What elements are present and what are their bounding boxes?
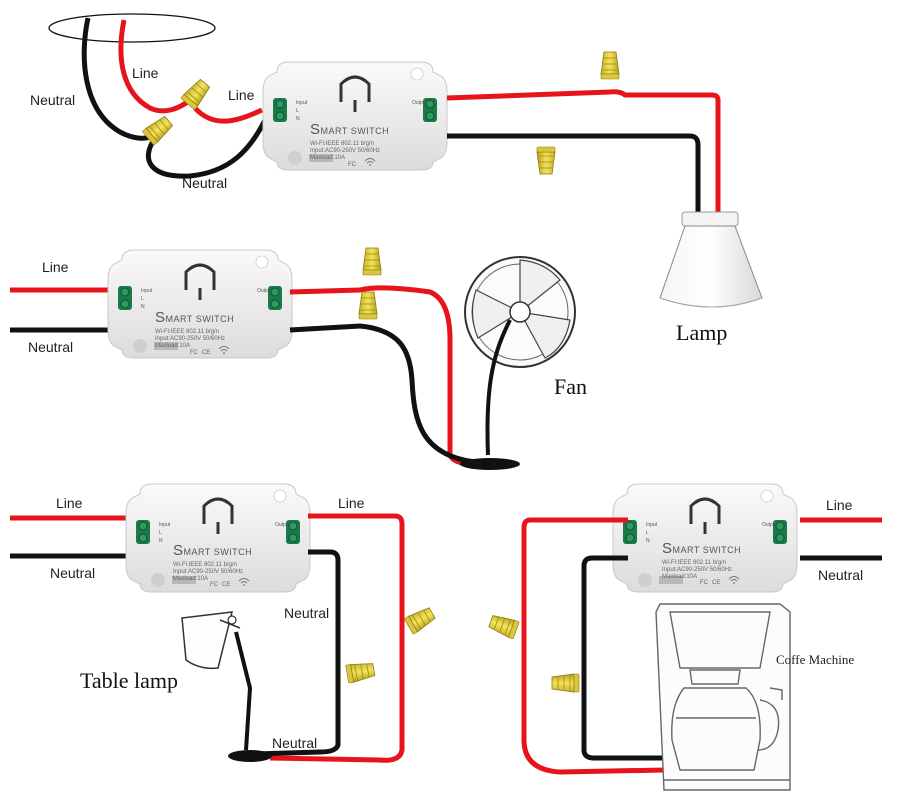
switch-cert-ce: CE	[712, 580, 720, 586]
switch-cert-fc: FC	[348, 162, 357, 168]
switch-spec-maxload: Maxload:10A	[310, 155, 345, 161]
switch-spec-maxload: Maxload:10A	[662, 574, 697, 580]
svg-text:SMART SWITCH: SMART SWITCH	[662, 540, 741, 557]
label-neutral-1b: Neutral	[182, 175, 227, 191]
line-wire-out-3	[269, 513, 405, 763]
switch-spec-input: Input:AC90-250V 50/60Hz	[155, 336, 225, 342]
switch-terminal-n: N	[646, 538, 650, 544]
label-table-lamp: Table lamp	[80, 668, 178, 693]
neutral-wire-out-1	[447, 133, 701, 218]
neutral-wire-loop-1	[145, 118, 268, 179]
smart-switch-lamp: SMART SWITCH Wi-Fi:IEEE 802.11 b/g/n Inp…	[296, 100, 428, 168]
line-wire-in-1	[118, 19, 192, 114]
section-table-lamp-wiring	[10, 482, 438, 763]
smart-switch-table-lamp: SMART SWITCH Wi-Fi:IEEE 802.11 b/g/n Inp…	[159, 522, 291, 588]
label-lamp: Lamp	[676, 320, 727, 345]
switch-cert-fc: FC	[190, 350, 199, 356]
switch-brand-name: MART SWITCH	[673, 545, 742, 555]
switch-output-label: Output	[257, 288, 273, 294]
lamp-bulb	[659, 211, 763, 308]
label-line-2: Line	[42, 259, 69, 275]
label-neutral-3-in: Neutral	[50, 565, 95, 581]
switch-spec-wifi: Wi-Fi:IEEE 802.11 b/g/n	[155, 329, 219, 335]
switch-input-label: Input	[296, 100, 308, 106]
switch-output-label: Output	[762, 522, 778, 528]
switch-terminal-n: N	[159, 538, 163, 544]
line-wire-out-2	[289, 285, 471, 468]
svg-text:SMART SWITCH: SMART SWITCH	[310, 121, 389, 138]
switch-cert-ce: CE	[222, 582, 230, 588]
line-wire-out-1	[446, 89, 721, 218]
switch-brand-name: MART SWITCH	[166, 314, 235, 324]
switch-brand-initial: S	[155, 309, 166, 326]
label-neutral-2: Neutral	[28, 339, 73, 355]
label-line-3-out: Line	[338, 495, 365, 511]
switch-terminal-l: L	[159, 530, 162, 536]
switch-cert-ce: CE	[202, 350, 210, 356]
neutral-wire-out-2	[289, 323, 476, 465]
switch-cert-fc: FC	[210, 582, 219, 588]
label-line-1a: Line	[132, 65, 159, 81]
switch-spec-wifi: Wi-Fi:IEEE 802.11 b/g/n	[662, 560, 726, 566]
switch-spec-input: Input:AC90-250V 50/60Hz	[662, 567, 732, 573]
switch-terminal-l: L	[296, 108, 299, 114]
switch-brand-initial: S	[173, 542, 184, 559]
switch-output-label: Output	[275, 522, 291, 528]
switch-brand-name: MART SWITCH	[321, 126, 390, 136]
line-wire-out-4	[521, 517, 666, 775]
switch-output-label: Output	[412, 100, 428, 106]
svg-text:SMART SWITCH: SMART SWITCH	[173, 542, 252, 559]
switch-terminal-n: N	[296, 116, 300, 122]
cable-loop	[48, 13, 216, 43]
section-lamp-wiring	[48, 13, 763, 308]
switch-spec-input: Input:AC90-250V 50/60Hz	[310, 148, 380, 154]
label-neutral-1a: Neutral	[30, 92, 75, 108]
label-fan: Fan	[554, 374, 587, 399]
table-lamp-appliance	[181, 611, 272, 762]
switch-brand-initial: S	[310, 121, 321, 138]
switch-spec-input: Input:AC90-250V 50/60Hz	[173, 569, 243, 575]
switch-input-label: Input	[141, 288, 153, 294]
neutral-wire-in-1	[81, 17, 157, 141]
smart-switch-coffee: SMART SWITCH Wi-Fi:IEEE 802.11 b/g/n Inp…	[646, 522, 778, 586]
section-fan-wiring	[10, 247, 576, 470]
line-wire-to-switch-1	[193, 106, 264, 124]
label-line-3-in: Line	[56, 495, 83, 511]
coffee-machine-appliance	[655, 603, 791, 791]
switch-brand-name: MART SWITCH	[184, 547, 253, 557]
neutral-wire-out-3	[254, 549, 341, 757]
label-neutral-3-mid: Neutral	[284, 605, 329, 621]
label-coffee-machine: Coffe Machine	[776, 652, 854, 667]
switch-spec-wifi: Wi-Fi:IEEE 802.11 b/g/n	[173, 562, 237, 568]
switch-spec-maxload: Maxload:10A	[173, 576, 208, 582]
smart-switch-fan: SMART SWITCH Wi-Fi:IEEE 802.11 b/g/n Inp…	[141, 288, 273, 356]
switch-input-label: Input	[646, 522, 658, 528]
switch-cert-fc: FC	[700, 580, 709, 586]
switch-brand-initial: S	[662, 540, 673, 557]
switch-input-label: Input	[159, 522, 171, 528]
fan-appliance	[460, 256, 576, 470]
switch-spec-maxload: Maxload:10A	[155, 343, 190, 349]
switch-terminal-l: L	[141, 296, 144, 302]
label-line-1b: Line	[228, 87, 255, 103]
label-neutral-3-bottom: Neutral	[272, 735, 317, 751]
svg-text:SMART SWITCH: SMART SWITCH	[155, 309, 234, 326]
label-line-4: Line	[826, 497, 853, 513]
switch-terminal-n: N	[141, 304, 145, 310]
switch-spec-wifi: Wi-Fi:IEEE 802.11 b/g/n	[310, 141, 374, 147]
switch-terminal-l: L	[646, 530, 649, 536]
label-neutral-4: Neutral	[818, 567, 863, 583]
neutral-wire-out-4	[581, 555, 665, 761]
section-coffee-wiring	[487, 482, 882, 791]
